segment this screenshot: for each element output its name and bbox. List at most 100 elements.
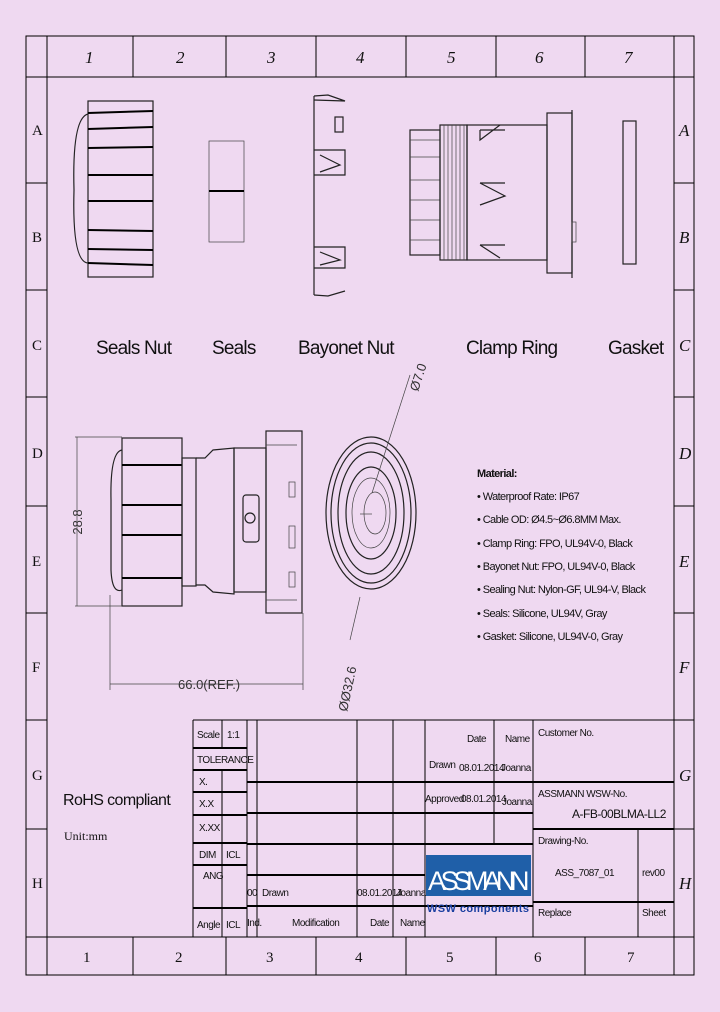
tol-x: X. — [199, 777, 207, 788]
label-bayonet-nut: Bayonet Nut — [298, 338, 395, 359]
dim-label: DIM — [199, 850, 216, 861]
grid-row-labels-left: A B C D E F G H — [32, 123, 43, 892]
logo-sub: WSW components — [427, 903, 529, 915]
material-item: • Clamp Ring: FPO, UL94V-0, Black — [477, 538, 633, 550]
col-label: 5 — [447, 48, 456, 67]
assmann-logo: ASSMANN WSW components — [426, 855, 531, 915]
0: A — [678, 121, 690, 140]
tolerance-label: TOLERANCE — [197, 755, 254, 766]
mod-name-label: Name — [400, 918, 426, 929]
dim-height: 28.8 — [70, 509, 85, 534]
mod-date-label: Date — [370, 918, 390, 929]
date-header: Date — [467, 734, 487, 745]
6: G — [32, 768, 43, 784]
label-clamp-ring: Clamp Ring — [466, 338, 557, 359]
unit-note: Unit:mm — [64, 829, 108, 843]
col-label: 4 — [356, 48, 365, 67]
4: E — [678, 552, 690, 571]
material-item: • Gasket: Silicone, UL94V-0, Gray — [477, 631, 624, 643]
col-label: 1 — [83, 950, 91, 966]
material-item: • Cable OD: Ø4.5~Ø6.8MM Max. — [477, 514, 621, 526]
1: B — [32, 230, 42, 246]
col-label: 3 — [266, 48, 276, 67]
dim-value: ICL — [226, 850, 241, 861]
wsw-no-label: ASSMANN WSW-No. — [538, 789, 627, 800]
part-labels: Seals Nut Seals Bayonet Nut Clamp Ring G… — [96, 338, 666, 359]
5: F — [678, 658, 690, 677]
drawing-no-label: Drawing-No. — [538, 836, 588, 847]
bayonet-nut-drawing — [313, 94, 346, 297]
label-gasket: Gasket — [608, 338, 665, 359]
wsw-no-value: A-FB-00BLMA-LL2 — [572, 807, 667, 821]
0: A — [32, 123, 43, 139]
label-seals-nut: Seals Nut — [96, 338, 173, 359]
title-block: Scale 1:1 TOLERANCE X. X.X X.XX DIM ICL … — [192, 719, 674, 937]
col-label: 7 — [627, 950, 635, 966]
material-item: • Seals: Silicone, UL94V, Gray — [477, 608, 608, 620]
1: B — [679, 228, 690, 247]
tol-xx: X.X — [199, 799, 214, 810]
material-list: Material: • Waterproof Rate: IP67 • Cabl… — [477, 468, 647, 643]
drawing-frame — [25, 35, 695, 976]
approved-date: 08.01.2014 — [461, 794, 507, 805]
replace-label: Replace — [538, 908, 572, 919]
rohs-compliant-note: RoHS compliant — [63, 792, 171, 809]
tol-xxx: X.XX — [199, 823, 221, 834]
col-label: 3 — [266, 950, 274, 966]
col-label: 2 — [175, 950, 183, 966]
drawn-row-name: Joanna — [396, 888, 427, 899]
name-header: Name — [505, 734, 531, 745]
5: F — [32, 660, 40, 676]
2: C — [679, 336, 691, 355]
dim-length: 66.0(REF.) — [178, 677, 240, 692]
drawn-date: 08.01.2014 — [459, 763, 505, 774]
3: D — [32, 446, 43, 462]
assembly-front-view: Ø7.0 ØØ32.6 — [325, 361, 430, 713]
dim-inner-diameter: Ø7.0 — [407, 361, 430, 392]
angle-label: Angle — [197, 920, 221, 931]
index-label: Ind. — [247, 918, 262, 929]
7: H — [32, 876, 43, 892]
col-label: 2 — [176, 48, 185, 67]
material-title: Material: — [477, 468, 517, 480]
gasket-drawing — [622, 120, 637, 265]
clamp-ring-drawing — [409, 110, 577, 278]
4: E — [32, 554, 41, 570]
material-item: • Bayonet Nut: FPO, UL94V-0, Black — [477, 561, 636, 573]
label-seals: Seals — [212, 338, 256, 359]
col-label: 6 — [535, 48, 544, 67]
col-label: 5 — [446, 950, 454, 966]
col-label: 4 — [355, 950, 363, 966]
3: D — [678, 444, 692, 463]
drawn-label: Drawn — [429, 760, 455, 771]
dim-outer-diameter: ØØ32.6 — [335, 665, 359, 713]
assembly-side-view — [110, 430, 303, 614]
seals-drawing — [208, 140, 245, 243]
ang-label: ANG — [203, 871, 224, 882]
col-label: 6 — [534, 950, 542, 966]
drawn-name: Joanna — [501, 763, 532, 774]
2: C — [32, 338, 42, 354]
sheet-label: Sheet — [642, 908, 666, 919]
drawing-no-value: ASS_7087_01 — [555, 868, 615, 879]
rev-mark: 00 — [247, 888, 258, 899]
7: H — [678, 874, 693, 893]
grid-row-labels-right: A B C D E F G H — [678, 121, 693, 893]
material-item: • Sealing Nut: Nylon-GF, UL94-V, Black — [477, 584, 646, 596]
seals-nut-drawing — [73, 100, 154, 278]
col-label: 7 — [624, 48, 634, 67]
6: G — [679, 766, 691, 785]
drawn-row-label: Drawn — [262, 888, 288, 899]
approved-label: Approved — [425, 794, 464, 805]
revision: rev00 — [642, 868, 665, 879]
scale-label: Scale — [197, 730, 220, 741]
grid-column-labels-bottom: 1 2 3 4 5 6 7 — [83, 950, 635, 966]
angle-value: ICL — [226, 920, 241, 931]
logo-main: ASSMANN — [428, 866, 528, 896]
col-label: 1 — [85, 48, 94, 67]
grid-column-labels-top: 1 2 3 4 5 6 7 — [85, 48, 634, 67]
approved-name: Joanna — [502, 797, 533, 808]
drawn-row-date: 08.01.2014 — [357, 888, 403, 899]
dimension-lines: 28.8 66.0(REF.) — [70, 436, 304, 692]
